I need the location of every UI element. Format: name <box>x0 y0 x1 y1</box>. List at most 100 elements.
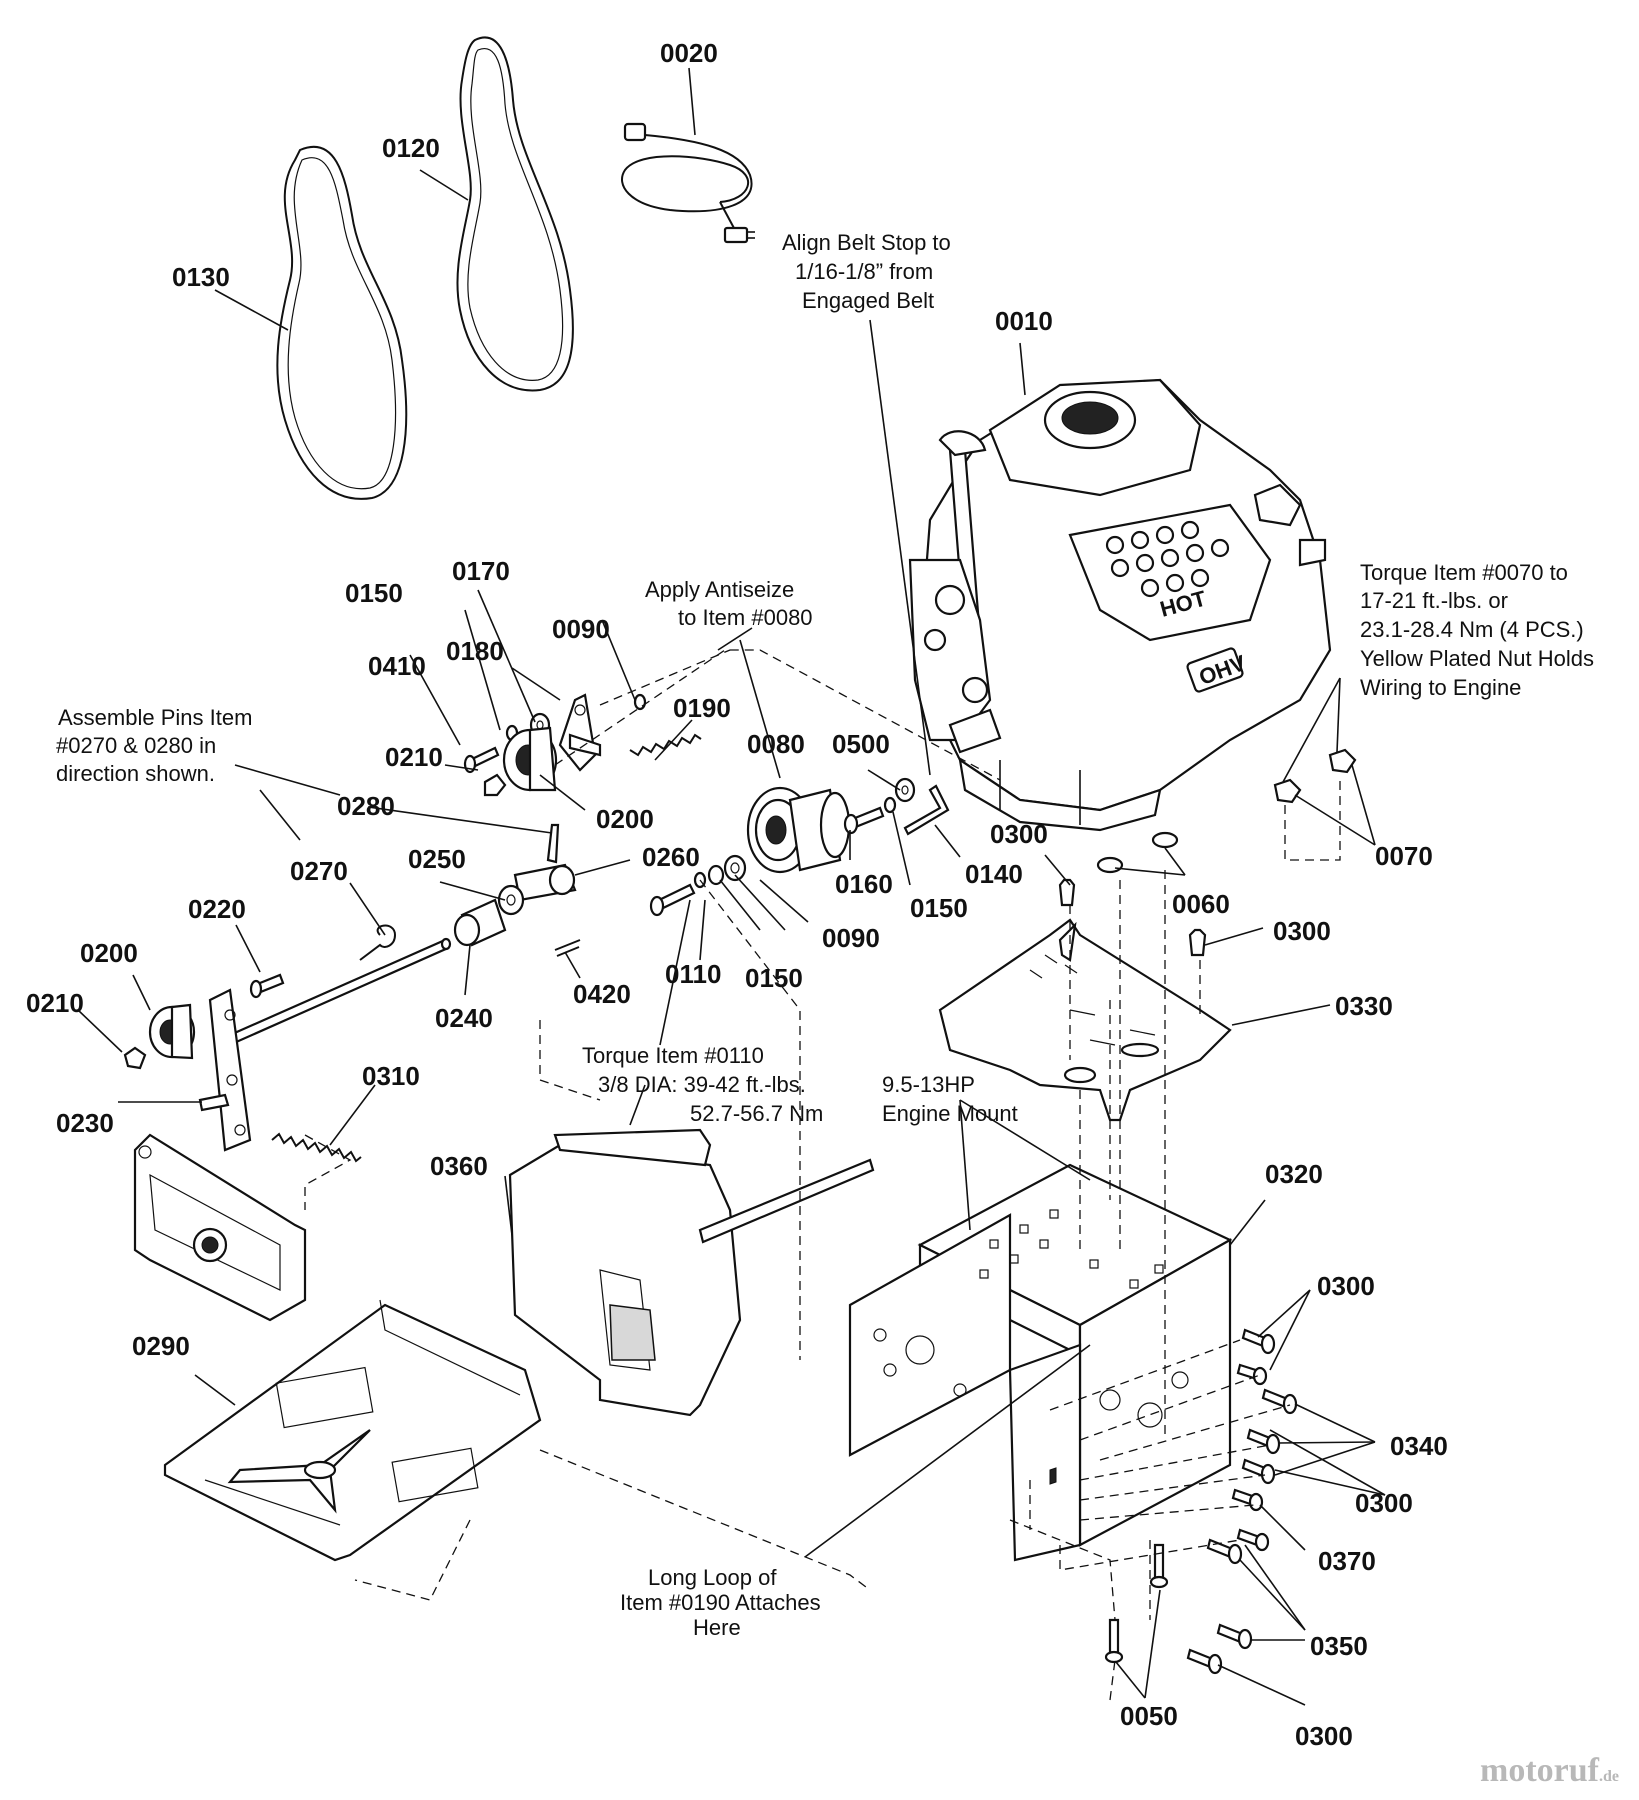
svg-text:#0270 & 0280 in: #0270 & 0280 in <box>56 733 216 758</box>
cotter-pin-0420 <box>554 939 581 957</box>
svg-text:Align Belt Stop to: Align Belt Stop to <box>782 230 951 255</box>
frame-0320 <box>848 1163 1233 1562</box>
callout-0090b: 0090 <box>822 923 880 953</box>
callout-0150b: 0150 <box>910 893 968 923</box>
svg-text:Engine Mount: Engine Mount <box>882 1101 1018 1126</box>
plate-housing <box>133 1133 307 1322</box>
svg-text:Engaged Belt: Engaged Belt <box>802 288 934 313</box>
svg-text:Item #0190 Attaches: Item #0190 Attaches <box>620 1590 821 1615</box>
callout-0320: 0320 <box>1265 1159 1323 1189</box>
callout-0290: 0290 <box>132 1331 190 1361</box>
belt-0120 <box>456 36 574 392</box>
svg-text:Torque Item #0110: Torque Item #0110 <box>582 1043 764 1068</box>
washer-0150 <box>707 864 725 886</box>
callout-0220: 0220 <box>188 894 246 924</box>
screw-0300b <box>1188 928 1207 957</box>
note-torque-0070: Torque Item #0070 to 17-21 ft.-lbs. or 2… <box>1360 560 1594 700</box>
svg-text:23.1-28.4 Nm (4 PCS.): 23.1-28.4 Nm (4 PCS.) <box>1360 617 1584 642</box>
mount-plate-0330 <box>938 918 1232 1122</box>
callout-0500: 0500 <box>832 729 890 759</box>
callout-0050: 0050 <box>1120 1701 1178 1731</box>
bolt-0160 <box>843 806 885 835</box>
clip-0090a <box>633 693 647 711</box>
callout-0300d: 0300 <box>1355 1488 1413 1518</box>
callout-0160: 0160 <box>835 869 893 899</box>
callout-0350: 0350 <box>1310 1631 1368 1661</box>
spring-0310 <box>271 1132 362 1163</box>
callout-labels: 0020 0120 0130 0010 0170 0150 0090 0180 … <box>26 38 1448 1751</box>
svg-text:9.5-13HP: 9.5-13HP <box>882 1072 975 1097</box>
callout-0010: 0010 <box>995 306 1053 336</box>
nut-0210a <box>483 773 507 797</box>
callout-0310: 0310 <box>362 1061 420 1091</box>
svg-text:Yellow Plated Nut Holds: Yellow Plated Nut Holds <box>1360 646 1594 671</box>
svg-text:Here: Here <box>693 1615 741 1640</box>
note-antiseize: Apply Antiseize to Item #0080 <box>645 577 813 630</box>
callout-0240: 0240 <box>435 1003 493 1033</box>
callout-0210b: 0210 <box>26 988 84 1018</box>
svg-text:Torque Item #0070 to: Torque Item #0070 to <box>1360 560 1568 585</box>
callout-0020: 0020 <box>660 38 718 68</box>
idler-pulley-0200a <box>502 726 558 792</box>
callout-0230: 0230 <box>56 1108 114 1138</box>
belt-0130 <box>276 145 408 500</box>
callout-0170: 0170 <box>452 556 510 586</box>
callout-0420: 0420 <box>573 979 631 1009</box>
bolt-0410 <box>463 746 500 774</box>
bolt-0110 <box>649 883 696 917</box>
callout-0300b: 0300 <box>1273 916 1331 946</box>
callout-0120: 0120 <box>382 133 440 163</box>
watermark: motoruf.de <box>1480 1752 1619 1790</box>
callout-0060: 0060 <box>1172 889 1230 919</box>
svg-text:3/8 DIA: 39-42 ft.-lbs.: 3/8 DIA: 39-42 ft.-lbs. <box>598 1072 806 1097</box>
callout-0330: 0330 <box>1335 991 1393 1021</box>
svg-text:Apply Antiseize: Apply Antiseize <box>645 577 794 602</box>
note-assemble-pins: Assemble Pins Item #0270 & 0280 in direc… <box>56 705 252 786</box>
callout-0150a: 0150 <box>345 578 403 608</box>
svg-text:17-21 ft.-lbs. or: 17-21 ft.-lbs. or <box>1360 588 1508 613</box>
watermark-name: motoruf <box>1480 1752 1599 1789</box>
washer-0060b <box>1151 831 1179 849</box>
svg-text:1/16-1/8” from: 1/16-1/8” from <box>795 259 933 284</box>
lever-0230 <box>198 988 252 1152</box>
tray-0290 <box>163 1299 542 1562</box>
belt-cover-0360 <box>508 1128 875 1417</box>
callout-0070: 0070 <box>1375 841 1433 871</box>
hot-decal-dots <box>1105 520 1230 598</box>
callout-0090a: 0090 <box>552 614 610 644</box>
washer-0090 <box>723 854 747 882</box>
idler-pulley-0200b <box>148 1003 196 1060</box>
nut-0070a <box>1273 778 1302 804</box>
pulley-0080 <box>746 786 851 874</box>
washer-0060a <box>1096 856 1124 874</box>
svg-text:to Item #0080: to Item #0080 <box>678 605 813 630</box>
washer-0150b <box>883 796 897 814</box>
callout-0360: 0360 <box>430 1151 488 1181</box>
callout-0270: 0270 <box>290 856 348 886</box>
nut-0070b <box>1328 748 1357 774</box>
note-engine-mount: 9.5-13HP Engine Mount <box>882 1072 1018 1126</box>
callout-0080: 0080 <box>747 729 805 759</box>
leader-lines <box>77 67 1386 1706</box>
assembly-lines <box>304 649 1341 1701</box>
callout-0210a: 0210 <box>385 742 443 772</box>
callout-0250: 0250 <box>408 844 466 874</box>
washer-0500 <box>894 777 916 803</box>
svg-text:52.7-56.7 Nm: 52.7-56.7 Nm <box>690 1101 823 1126</box>
note-belt-stop: Align Belt Stop to 1/16-1/8” from Engage… <box>782 230 951 313</box>
svg-text:Wiring to Engine: Wiring to Engine <box>1360 675 1521 700</box>
watermark-tld: .de <box>1599 1768 1619 1785</box>
callout-0200a: 0200 <box>596 804 654 834</box>
callout-0130: 0130 <box>172 262 230 292</box>
callout-0190: 0190 <box>673 693 731 723</box>
callout-0340: 0340 <box>1390 1431 1448 1461</box>
callout-0300c: 0300 <box>1317 1271 1375 1301</box>
callout-0370: 0370 <box>1318 1546 1376 1576</box>
spring-0190 <box>629 733 702 757</box>
washer-0250 <box>497 884 525 916</box>
callout-0200b: 0200 <box>80 938 138 968</box>
callout-0180: 0180 <box>446 636 504 666</box>
callout-0260: 0260 <box>642 842 700 872</box>
callout-0280: 0280 <box>337 791 395 821</box>
engine-0010: HOT OHV <box>908 378 1332 832</box>
